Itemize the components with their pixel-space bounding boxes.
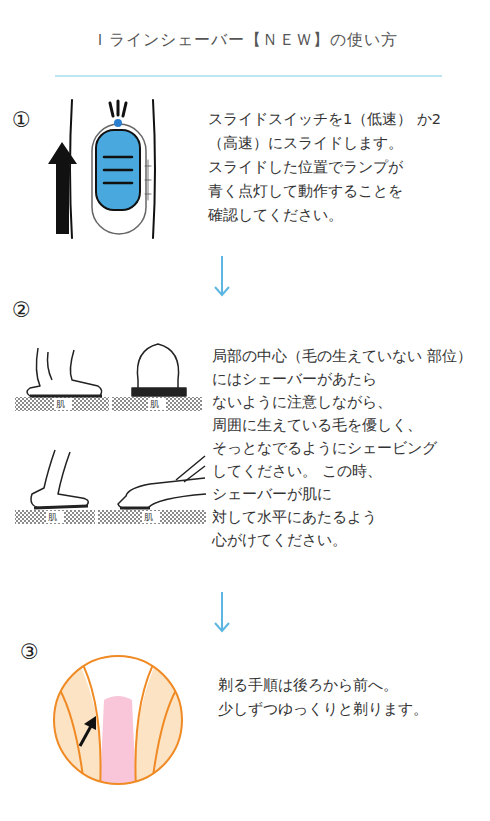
step-number: ③ (20, 640, 39, 664)
step-number: ② (12, 298, 31, 322)
shaver-illustration (27, 344, 206, 509)
body-area-illustration (40, 650, 196, 793)
step-text: スライドスイッチを1（低速） か2（高速）にスライドします。 スライドした位置で… (208, 107, 488, 227)
page-title: Ｉラインシェーバー【ＮＥＷ】の使い方 (0, 30, 490, 51)
step-text: 局部の中心（毛の生えていない 部位）にはシェーバーがあたら ないように注意しなが… (212, 345, 488, 552)
skin-label: 肌 (144, 511, 153, 523)
switch-illustration (48, 100, 155, 238)
skin-label: 肌 (56, 398, 65, 410)
skin-label: 肌 (48, 511, 57, 523)
step-text: 剃る手順は後ろから前へ。 少しずつゆっくりと剃ります。 (218, 673, 486, 721)
title-rule (55, 75, 442, 77)
step-number: ① (12, 108, 31, 132)
skin-strip (15, 397, 206, 524)
skin-label: 肌 (150, 398, 159, 410)
